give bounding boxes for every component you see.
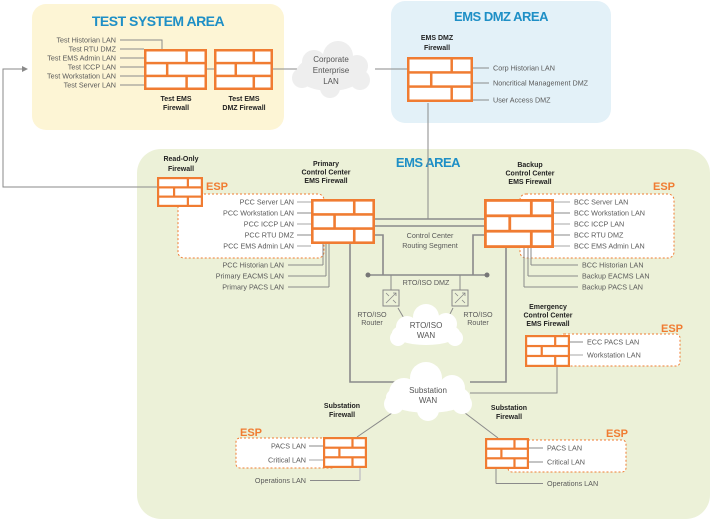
rto-router-left-label-2: Router <box>361 318 383 327</box>
substation-wan-cloud <box>384 362 472 421</box>
test-ems-dmz-firewall-caption-1: Test EMS <box>229 96 260 103</box>
test-lan-0: Test Historian LAN <box>56 36 116 45</box>
backup-esp-lan-0: BCC Server LAN <box>574 198 628 207</box>
substation-wan-label-1: Substation <box>409 386 447 395</box>
substation-left-esp-lan-0: PACS LAN <box>271 442 306 451</box>
primary-firewall-caption-3: EMS Firewall <box>304 178 347 185</box>
backup-esp-lan-3: BCC RTU DMZ <box>574 231 624 240</box>
substation-left-firewall-caption-2: Firewall <box>329 412 355 419</box>
backup-firewall-caption-1: Backup <box>517 162 542 169</box>
substation-left-firewall-caption-1: Substation <box>324 403 360 410</box>
primary-esp-lan-0: PCC Server LAN <box>240 198 294 207</box>
test-system-area-title: TEST SYSTEM AREA <box>92 13 225 29</box>
rto-iso-wan-cloud <box>390 304 463 346</box>
primary-cc-ems-firewall-icon <box>311 199 375 244</box>
rto-router-right <box>451 289 469 307</box>
backup-esp-lan-4: BCC EMS Admin LAN <box>574 242 645 251</box>
rto-router-right-label-2: Router <box>467 318 489 327</box>
substation-right-esp-lan-0: PACS LAN <box>547 444 582 453</box>
test-ems-firewall-caption-1: Test EMS <box>161 96 192 103</box>
primary-esp-lan-4: PCC EMS Admin LAN <box>223 242 294 251</box>
rto-wan-label-2: WAN <box>417 331 436 340</box>
corporate-cloud-label-1: Corporate <box>313 55 349 64</box>
backup-firewall-caption-3: EMS Firewall <box>508 179 551 186</box>
esp-label-substation-right: ESP <box>606 428 628 440</box>
ems-dmz-firewall-icon <box>407 57 473 102</box>
dmz-lan-1: Noncritical Management DMZ <box>493 79 589 88</box>
corporate-cloud-label-3: LAN <box>323 77 339 86</box>
test-lan-5: Test Server LAN <box>64 81 116 90</box>
backup-other-lan-0: BCC Historian LAN <box>582 261 644 270</box>
backup-other-lan-1: Backup EACMS LAN <box>582 272 650 281</box>
esp-label-backup: ESP <box>653 181 675 193</box>
substation-left-esp-lan-1: Critical LAN <box>268 456 306 465</box>
emergency-lan-0: ECC PACS LAN <box>587 338 639 347</box>
corporate-cloud-label-2: Enterprise <box>313 66 350 75</box>
substation-right-operations-lan: Operations LAN <box>547 479 598 488</box>
read-only-firewall-caption-1: Read-Only <box>163 156 198 163</box>
backup-cc-ems-firewall-icon <box>484 199 554 248</box>
dmz-lan-0: Corp Historian LAN <box>493 64 555 73</box>
ems-dmz-firewall-caption-1: EMS DMZ <box>421 35 454 42</box>
test-lan-2: Test EMS Admin LAN <box>47 54 116 63</box>
backup-firewall-caption-2: Control Center <box>506 171 555 178</box>
esp-label-primary: ESP <box>206 181 228 193</box>
rto-wan-label-1: RTO/ISO <box>410 321 443 330</box>
read-only-firewall-caption-2: Firewall <box>168 166 194 173</box>
emergency-firewall-caption-2: Control Center <box>524 313 573 320</box>
rto-dmz-label: RTO/ISO DMZ <box>403 278 450 287</box>
emergency-cc-ems-firewall-icon <box>525 335 570 367</box>
primary-other-lan-1: Primary EACMS LAN <box>216 272 284 281</box>
primary-firewall-caption-1: Primary <box>313 161 339 168</box>
ems-dmz-area-title: EMS DMZ AREA <box>454 9 549 24</box>
esp-label-emergency: ESP <box>661 323 683 335</box>
ems-area-title: EMS AREA <box>396 155 461 170</box>
test-ems-dmz-firewall-icon <box>214 49 273 90</box>
esp-boundary-emergency <box>559 333 681 367</box>
routing-segment-label-2: Routing Segment <box>402 241 458 250</box>
ems-dmz-firewall-caption-2: Firewall <box>424 45 450 52</box>
test-lan-1: Test RTU DMZ <box>69 45 117 54</box>
dmz-lan-2: User Access DMZ <box>493 96 551 105</box>
test-lan-4: Test Workstation LAN <box>47 72 116 81</box>
test-lan-3: Test ICCP LAN <box>68 63 116 72</box>
read-only-firewall-icon <box>157 177 203 207</box>
substation-right-firewall-caption-1: Substation <box>491 405 527 412</box>
test-ems-firewall-icon <box>144 49 207 90</box>
primary-esp-lan-3: PCC RTU DMZ <box>245 231 295 240</box>
rto-router-right-label-1: RTO/ISO <box>463 310 493 319</box>
primary-other-lan-0: PCC Historian LAN <box>222 261 284 270</box>
substation-right-firewall-caption-2: Firewall <box>496 414 522 421</box>
substation-left-operations-lan: Operations LAN <box>255 476 306 485</box>
primary-esp-lan-1: PCC Workstation LAN <box>223 209 294 218</box>
substation-right-firewall-icon <box>485 438 529 469</box>
substation-right-esp-lan-1: Critical LAN <box>547 458 585 467</box>
emergency-lan-1: Workstation LAN <box>587 351 641 360</box>
substation-left-firewall-icon <box>323 437 367 468</box>
test-ems-dmz-firewall-caption-2: DMZ Firewall <box>222 105 265 112</box>
primary-firewall-caption-2: Control Center <box>302 170 351 177</box>
backup-other-lan-2: Backup PACS LAN <box>582 283 643 292</box>
substation-wan-label-2: WAN <box>419 396 438 405</box>
primary-other-lan-2: Primary PACS LAN <box>222 283 284 292</box>
esp-label-substation-left: ESP <box>240 427 262 439</box>
test-ems-firewall-caption-2: Firewall <box>163 105 189 112</box>
emergency-firewall-caption-1: Emergency <box>529 304 567 311</box>
routing-segment-label-1: Control Center <box>407 231 454 240</box>
corporate-enterprise-lan-cloud <box>292 41 370 98</box>
emergency-firewall-caption-3: EMS Firewall <box>526 321 569 328</box>
rto-router-left <box>382 289 400 307</box>
rto-router-left-label-1: RTO/ISO <box>357 310 387 319</box>
backup-esp-lan-1: BCC Workstation LAN <box>574 209 645 218</box>
backup-esp-lan-2: BCC ICCP LAN <box>574 220 624 229</box>
primary-esp-lan-2: PCC ICCP LAN <box>244 220 294 229</box>
